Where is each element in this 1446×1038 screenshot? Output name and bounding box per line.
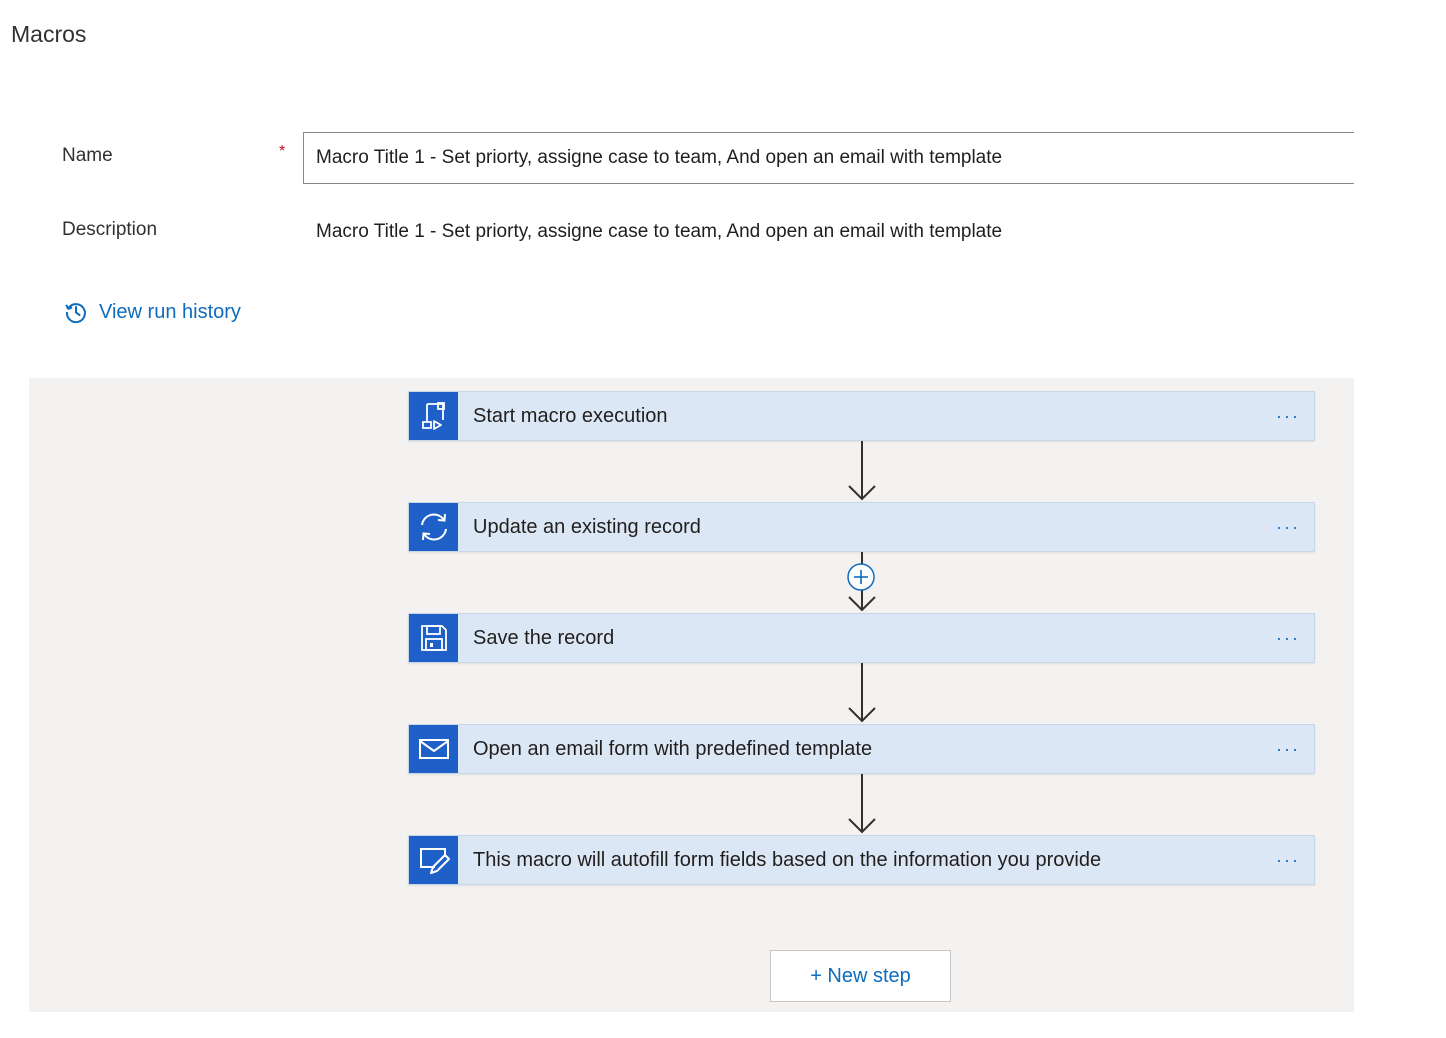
mail-icon <box>409 725 458 773</box>
insert-step-icon[interactable] <box>846 562 876 592</box>
more-options-icon[interactable]: ··· <box>1276 405 1300 426</box>
step-label: This macro will autofill form fields bas… <box>473 848 1102 871</box>
view-run-history-label: View run history <box>99 300 241 323</box>
description-value[interactable]: Macro Title 1 - Set priorty, assigne cas… <box>316 221 1003 242</box>
connector-arrow <box>848 663 876 723</box>
macro-start-icon <box>409 392 458 440</box>
step-save-the-record[interactable]: Save the record ··· <box>408 613 1315 663</box>
more-options-icon[interactable]: ··· <box>1276 627 1300 648</box>
step-label: Save the record <box>473 626 615 649</box>
autofill-form-icon <box>409 836 458 884</box>
name-input[interactable] <box>303 132 1354 184</box>
step-update-existing-record[interactable]: Update an existing record ··· <box>408 502 1315 552</box>
step-start-macro-execution[interactable]: Start macro execution ··· <box>408 391 1315 441</box>
step-label: Start macro execution <box>473 404 668 427</box>
step-label: Update an existing record <box>473 515 701 538</box>
step-open-email-form[interactable]: Open an email form with predefined templ… <box>408 724 1315 774</box>
more-options-icon[interactable]: ··· <box>1276 849 1300 870</box>
connector-arrow <box>848 441 876 501</box>
new-step-button[interactable]: + New step <box>770 950 951 1002</box>
connector-arrow <box>848 774 876 834</box>
step-autofill-form-fields[interactable]: This macro will autofill form fields bas… <box>408 835 1315 885</box>
view-run-history-link[interactable]: View run history <box>63 299 241 325</box>
refresh-icon <box>409 503 458 551</box>
more-options-icon[interactable]: ··· <box>1276 738 1300 759</box>
more-options-icon[interactable]: ··· <box>1276 516 1300 537</box>
history-clock-icon <box>63 299 89 325</box>
name-label: Name <box>62 145 113 166</box>
save-icon <box>409 614 458 662</box>
step-label: Open an email form with predefined templ… <box>473 737 873 760</box>
required-marker: * <box>279 143 286 160</box>
page-title: Macros <box>11 21 87 47</box>
flow-canvas <box>29 378 1354 1012</box>
description-label: Description <box>62 219 158 240</box>
